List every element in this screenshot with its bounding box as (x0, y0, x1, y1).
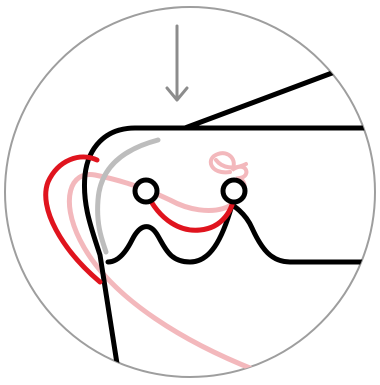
hole-left (135, 180, 157, 202)
circle-frame (5, 7, 375, 377)
hole-right (223, 180, 245, 202)
